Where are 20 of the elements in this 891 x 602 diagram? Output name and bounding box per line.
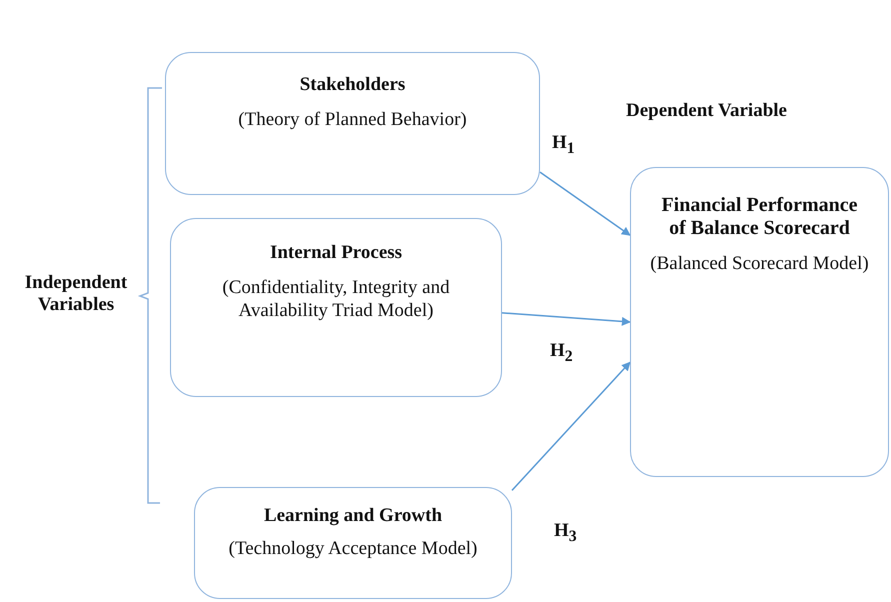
- node-title: Stakeholders: [298, 73, 406, 96]
- variable-box: [194, 487, 512, 599]
- node-subtitle: (Balanced Scorecard Model): [649, 252, 870, 275]
- node-title: Financial Performance of Balance Scorecard: [660, 194, 859, 240]
- node-subtitle: (Theory of Planned Behavior): [237, 108, 468, 131]
- node-subtitle: (Technology Acceptance Model): [228, 537, 478, 560]
- node-title: Learning and Growth: [262, 504, 444, 527]
- hypothesis-label: H$_{1}$: [552, 132, 576, 159]
- hypothesis-label: H$_{2}$: [550, 340, 574, 367]
- arrow: [540, 172, 631, 236]
- hypothesis-label: H$_{3}$: [554, 520, 578, 547]
- variable-box: [165, 52, 540, 195]
- axis-heading: Independent Variables: [24, 272, 128, 316]
- variable-box: [630, 167, 889, 477]
- arrow: [502, 312, 631, 326]
- axis-heading: Dependent Variable: [626, 100, 788, 122]
- variable-box: [170, 218, 502, 397]
- node-title: Internal Process: [268, 241, 404, 264]
- arrow: [511, 362, 631, 491]
- node-subtitle: (Confidentiality, Integrity and Availability Triad Model): [221, 276, 451, 322]
